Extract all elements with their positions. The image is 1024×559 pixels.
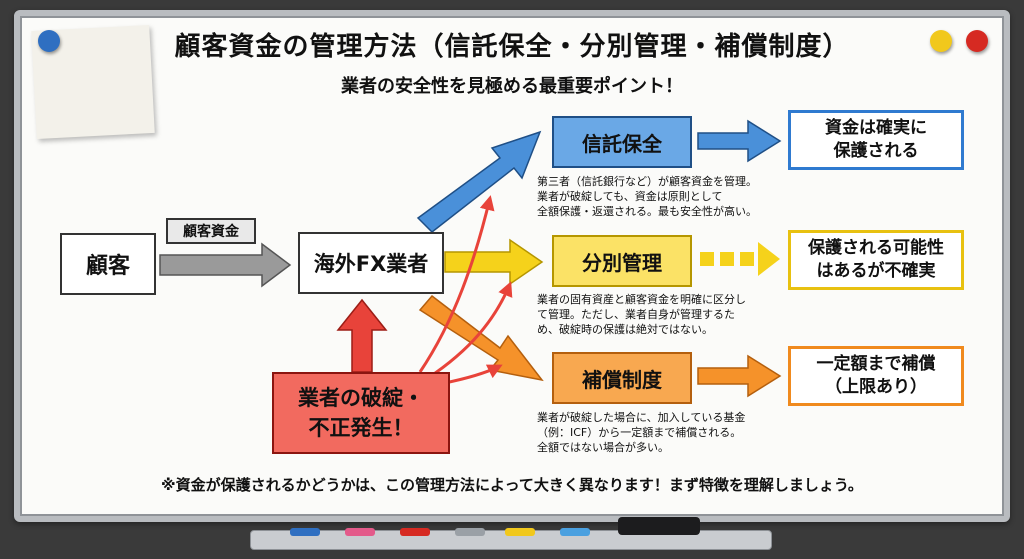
orange-arrow-down (418, 294, 544, 382)
yellow-marker (505, 528, 535, 536)
segregated-result-box: 保護される可能性 はあるが不確実 (788, 230, 964, 290)
compensation-label: 補償制度 (582, 367, 662, 392)
trust-box: 信託保全 (552, 116, 692, 168)
page-subtitle: 業者の安全性を見極める最重要ポイント！ (341, 76, 683, 97)
blue-marker (290, 528, 320, 536)
broker-label: 海外FX業者 (313, 252, 429, 276)
gray-marker (455, 528, 485, 536)
customer-label: 顧客 (85, 254, 130, 279)
segregated-label: 分別管理 (582, 250, 662, 275)
lightblue-marker (560, 528, 590, 536)
risk-box: 業者の破綻・ 不正発生！ (272, 372, 450, 454)
pink-marker (345, 528, 375, 536)
segregated-result-label: 保護される可能性 はあるが不確実 (808, 238, 944, 281)
orange-result-arrow (697, 354, 782, 398)
footnote: ※資金が保護されるかどうかは、この管理方法によって大きく異なります！まず特徴を理… (161, 476, 863, 494)
red-arrow-up (336, 298, 388, 373)
trust-result-box: 資金は確実に 保護される (788, 110, 964, 170)
blue-result-arrow (697, 119, 782, 163)
compensation-description: 業者が破綻した場合に、加入している基金 （例：ICF）から一定額まで補償される。… (537, 411, 746, 454)
red-marker (400, 528, 430, 536)
page-title: 顧客資金の管理方法（信託保全・分別管理・補償制度） (174, 32, 850, 62)
funds-label-box: 顧客資金 (166, 218, 256, 244)
trust-result-label: 資金は確実に 保護される (825, 118, 927, 161)
red-line-to-segregated (427, 281, 513, 380)
blue-arrow-up (416, 130, 542, 233)
yellow-magnet (930, 30, 952, 52)
eraser (618, 517, 700, 535)
yellow-dashed-arrow (700, 242, 780, 276)
compensation-result-box: 一定額まで補償 （上限あり） (788, 346, 964, 406)
red-line-to-trust (418, 195, 495, 373)
funds-label: 顧客資金 (183, 224, 239, 240)
yellow-arrow (444, 238, 544, 286)
trust-description: 第三者（信託銀行など）が顧客資金を管理。 業者が破綻しても、資金は原則として 全… (537, 175, 757, 218)
broker-box: 海外FX業者 (298, 232, 444, 294)
compensation-result-label: 一定額まで補償 （上限あり） (816, 354, 936, 397)
segregated-box: 分別管理 (552, 235, 692, 287)
customer-box: 顧客 (60, 233, 156, 295)
blue-magnet (38, 30, 60, 52)
red-magnet (966, 30, 988, 52)
risk-label: 業者の破綻・ 不正発生！ (298, 386, 424, 440)
compensation-box: 補償制度 (552, 352, 692, 404)
segregated-description: 業者の固有資産と顧客資金を明確に区分し て管理。ただし、業者自身が管理するた め… (537, 293, 746, 336)
gray-arrow (159, 242, 292, 288)
trust-label: 信託保全 (582, 131, 662, 156)
